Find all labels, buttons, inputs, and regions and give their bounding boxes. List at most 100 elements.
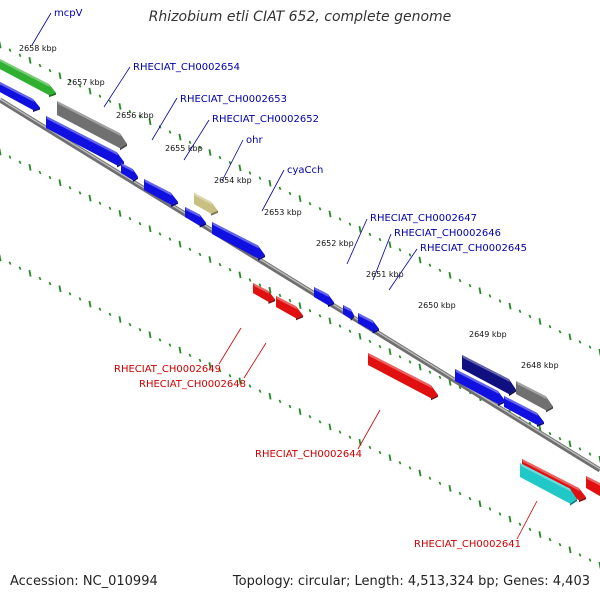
- reverse-gene-label: RHECIAT_CH0002649: [114, 364, 221, 375]
- upper-track-tick: [278, 186, 282, 191]
- gene-blue-3-shade: [132, 176, 138, 183]
- middle-track-tick: [148, 225, 152, 233]
- gene-ohr-highlight: [194, 193, 212, 205]
- upper-track-tick: [388, 241, 392, 249]
- gene-cyan-1: [520, 463, 577, 504]
- reverse-gene-label: RHECIAT_CH0002648: [139, 379, 246, 390]
- lower-track-tick: [568, 546, 572, 554]
- middle-track-tick: [8, 155, 12, 159]
- lower-track-tick: [228, 374, 232, 378]
- reverse-leader-line: [516, 500, 538, 540]
- forward-gene-label: RHECIAT_CH0002647: [370, 213, 477, 224]
- lower-track-tick: [108, 312, 112, 317]
- gene-gray-2-shade: [546, 406, 553, 413]
- upper-track-tick: [328, 210, 332, 218]
- upper-track-tick: [88, 87, 92, 95]
- middle-track-tick: [208, 256, 212, 263]
- upper-track-tick: [168, 130, 172, 134]
- middle-track-tick: [388, 348, 392, 356]
- upper-track-tick: [578, 340, 582, 344]
- middle-track-tick: [158, 232, 162, 236]
- upper-track-tick: [198, 145, 202, 150]
- upper-track-tick: [308, 202, 312, 206]
- upper-track-tick: [18, 53, 22, 57]
- kbp-label: 2650 kbp: [418, 301, 456, 310]
- upper-track-tick: [508, 302, 512, 310]
- middle-track-tick: [278, 293, 282, 298]
- lower-track-tick: [448, 485, 452, 492]
- lower-track-tick: [538, 531, 542, 538]
- gene-group: [0, 59, 600, 506]
- middle-track-tick: [178, 240, 182, 248]
- gene-blue-5-shade: [199, 222, 206, 228]
- middle-track-tick: [438, 375, 442, 379]
- upper-track-tick: [218, 155, 222, 160]
- gene-blue-1-shade: [33, 107, 40, 112]
- upper-track-tick: [78, 84, 82, 88]
- middle-track-tick: [118, 210, 122, 217]
- upper-track-tick: [248, 171, 252, 175]
- lower-track-tick: [18, 266, 22, 270]
- lower-track-tick: [168, 343, 172, 347]
- lower-track-tick: [588, 558, 592, 562]
- lower-track-tick: [458, 491, 462, 496]
- middle-track-tick: [448, 379, 452, 386]
- upper-track-tick: [48, 68, 52, 73]
- middle-track-tick: [328, 317, 332, 325]
- gene-red-4-shade: [579, 497, 586, 503]
- middle-track-tick: [318, 314, 322, 318]
- upper-track-tick: [268, 179, 272, 187]
- lower-track-tick: [198, 358, 202, 363]
- middle-track-tick: [578, 447, 582, 451]
- reverse-gene-label: RHECIAT_CH0002644: [255, 449, 362, 460]
- reverse-leader-line: [357, 409, 381, 450]
- genome-backbone: [0, 97, 600, 473]
- gene-blue-9-shade: [372, 328, 379, 334]
- gene-cyan-1-highlight: [520, 463, 571, 492]
- upper-track-tick: [228, 161, 232, 165]
- lower-track-tick: [558, 543, 562, 547]
- lower-track-tick: [278, 399, 282, 404]
- upper-track-tick: [348, 222, 352, 226]
- lower-track-tick: [188, 353, 192, 357]
- lower-track-tick: [58, 285, 62, 293]
- gene-blue-7-highlight: [314, 287, 329, 298]
- kbp-label: 2656 kbp: [116, 111, 154, 120]
- gene-navy-1: [462, 355, 516, 395]
- lower-track-tick: [238, 377, 242, 385]
- lower-track-tick: [378, 450, 382, 455]
- middle-track-tick: [558, 437, 562, 441]
- gene-red-2-shade: [296, 315, 303, 321]
- gene-blue-2-highlight: [46, 116, 118, 156]
- gene-red-3-highlight: [368, 353, 432, 389]
- gene-blue-5-highlight: [185, 207, 201, 218]
- lower-track-tick: [548, 537, 552, 542]
- lower-track-tick: [88, 300, 92, 308]
- upper-track-tick: [358, 225, 362, 233]
- upper-track-tick: [138, 114, 142, 119]
- upper-track-tick: [258, 176, 262, 180]
- upper-track-tick: [518, 309, 522, 313]
- middle-track-tick: [18, 160, 22, 164]
- middle-track-tick: [428, 370, 432, 374]
- middle-track-tick: [568, 440, 572, 448]
- upper-track-tick: [548, 324, 552, 329]
- upper-track-tick: [448, 272, 452, 279]
- reverse-leader-line: [218, 327, 242, 365]
- forward-gene-label: RHECIAT_CH0002652: [212, 114, 319, 125]
- middle-track-tick: [28, 163, 32, 171]
- forward-leader-line: [388, 248, 418, 291]
- gene-blue-7-shade: [328, 302, 334, 308]
- lower-track-tick: [178, 346, 182, 354]
- middle-track-tick: [298, 302, 302, 309]
- lower-track-tick: [528, 527, 532, 532]
- lower-track-tick: [268, 392, 272, 400]
- upper-track-tick: [98, 94, 102, 98]
- lower-track-tick: [488, 507, 492, 511]
- gene-blue-2-shade: [117, 161, 124, 168]
- lower-track-tick: [428, 476, 432, 480]
- accession-text: Accession: NC_010994: [10, 574, 158, 589]
- lower-track-tick: [78, 297, 82, 301]
